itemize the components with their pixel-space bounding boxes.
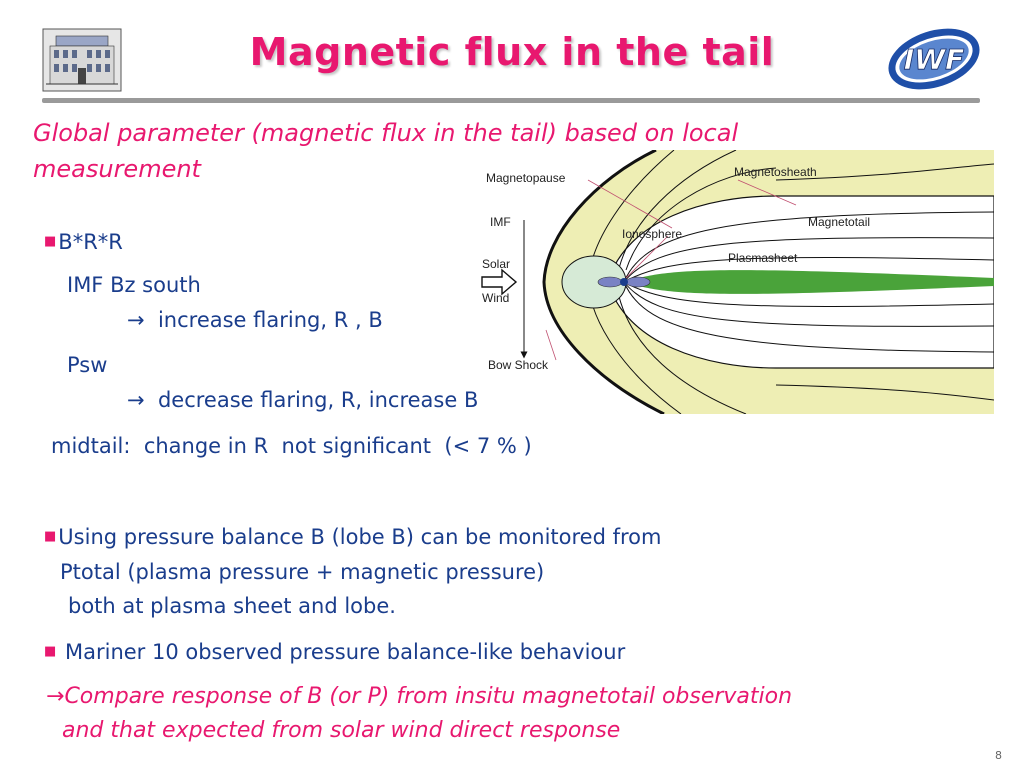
subtitle-line-1: Global parameter (magnetic flux in the t… bbox=[33, 119, 739, 147]
label-solar: Solar bbox=[482, 257, 510, 271]
increase-flaring-line: → increase flaring, R , B bbox=[127, 308, 383, 332]
slide-title: Magnetic flux in the tail bbox=[249, 30, 775, 74]
bullet-marker: ■ bbox=[44, 529, 57, 544]
compare-line-2: and that expected from solar wind direct… bbox=[62, 718, 621, 743]
pressure-line-2: Ptotal (plasma pressure + magnetic press… bbox=[60, 560, 545, 584]
iwf-logo: IWF bbox=[888, 28, 980, 90]
mariner-text: Mariner 10 observed pressure balance-lik… bbox=[64, 640, 626, 664]
svg-text:IWF: IWF bbox=[904, 43, 964, 76]
decrease-flaring-line: → decrease flaring, R, increase B bbox=[127, 388, 478, 412]
magnetosphere-diagram: Magnetopause Magnetosheath IMF Ionospher… bbox=[481, 150, 994, 414]
label-magnetopause: Magnetopause bbox=[486, 171, 566, 185]
solar-wind-arrow bbox=[481, 268, 518, 296]
imf-bz-line: IMF Bz south bbox=[67, 273, 201, 297]
bullet-marker: ■ bbox=[44, 644, 57, 659]
pressure-balance-bullet: ■Using pressure balance B (lobe B) can b… bbox=[44, 525, 661, 549]
label-magnetotail: Magnetotail bbox=[808, 215, 870, 229]
arrow-icon: → bbox=[127, 388, 145, 412]
pressure-line-1: Using pressure balance B (lobe B) can be… bbox=[58, 525, 662, 549]
midtail-line: midtail: change in R not significant (< … bbox=[51, 434, 532, 458]
label-plasmasheet: Plasmasheet bbox=[728, 251, 798, 265]
bullet-brr: ■B*R*R bbox=[44, 230, 123, 254]
increase-flaring-text: increase flaring, R , B bbox=[157, 308, 383, 332]
label-magnetosheath: Magnetosheath bbox=[734, 165, 817, 179]
bullet-marker: ■ bbox=[44, 234, 57, 249]
pressure-line-3: both at plasma sheet and lobe. bbox=[68, 594, 396, 618]
arrow-icon: → bbox=[46, 684, 65, 709]
label-wind: Wind bbox=[482, 291, 509, 305]
compare-line-1: →Compare response of B (or P) from insit… bbox=[46, 684, 792, 709]
label-ionosphere: Ionosphere bbox=[622, 227, 682, 241]
bullet-brr-text: B*R*R bbox=[58, 230, 123, 254]
earth bbox=[620, 278, 628, 286]
arrow-icon: → bbox=[127, 308, 145, 332]
label-bow-shock: Bow Shock bbox=[488, 358, 549, 372]
compare-text-1: Compare response of B (or P) from insitu… bbox=[64, 684, 793, 709]
page-number: 8 bbox=[995, 749, 1002, 762]
bow-shock-curve bbox=[542, 150, 665, 414]
plasmasheet-region bbox=[626, 270, 994, 294]
institute-building-logo bbox=[42, 28, 122, 92]
label-imf: IMF bbox=[490, 215, 511, 229]
subtitle-line-2: measurement bbox=[33, 155, 201, 183]
decrease-flaring-text: decrease flaring, R, increase B bbox=[157, 388, 479, 412]
psw-line: Psw bbox=[67, 353, 108, 377]
mariner-bullet: ■ Mariner 10 observed pressure balance-l… bbox=[44, 640, 625, 664]
title-divider bbox=[42, 98, 980, 103]
